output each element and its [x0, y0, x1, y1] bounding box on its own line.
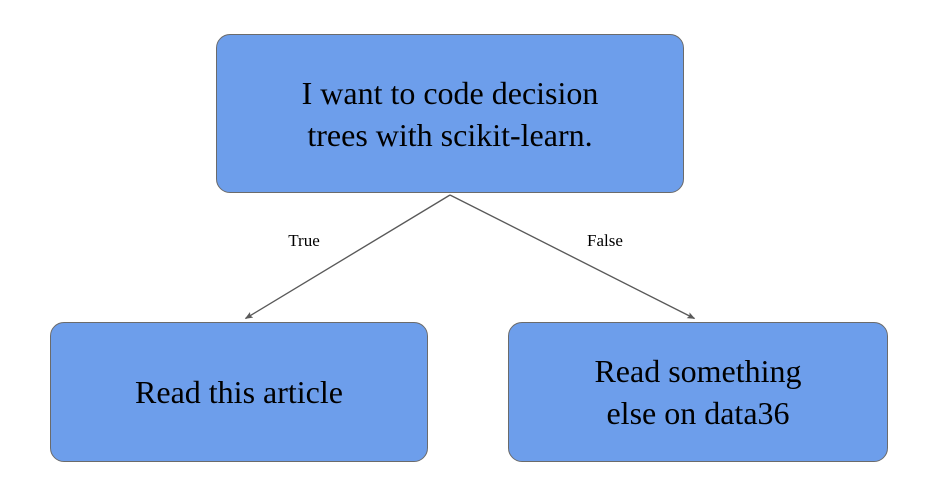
node-root-label: I want to code decision trees with sciki…	[301, 74, 599, 153]
edge-label-true: True	[288, 231, 320, 250]
node-right-label: Read something else on data36	[594, 353, 802, 431]
node-root-question[interactable]: I want to code decision trees with sciki…	[216, 34, 684, 193]
node-left-label: Read this article	[135, 374, 343, 410]
node-outcome-right[interactable]: Read something else on data36	[508, 322, 888, 462]
connector-true	[244, 194, 451, 320]
node-outcome-left[interactable]: Read this article	[50, 322, 428, 462]
edge-label-false: False	[587, 231, 623, 250]
connector-false	[449, 194, 696, 320]
